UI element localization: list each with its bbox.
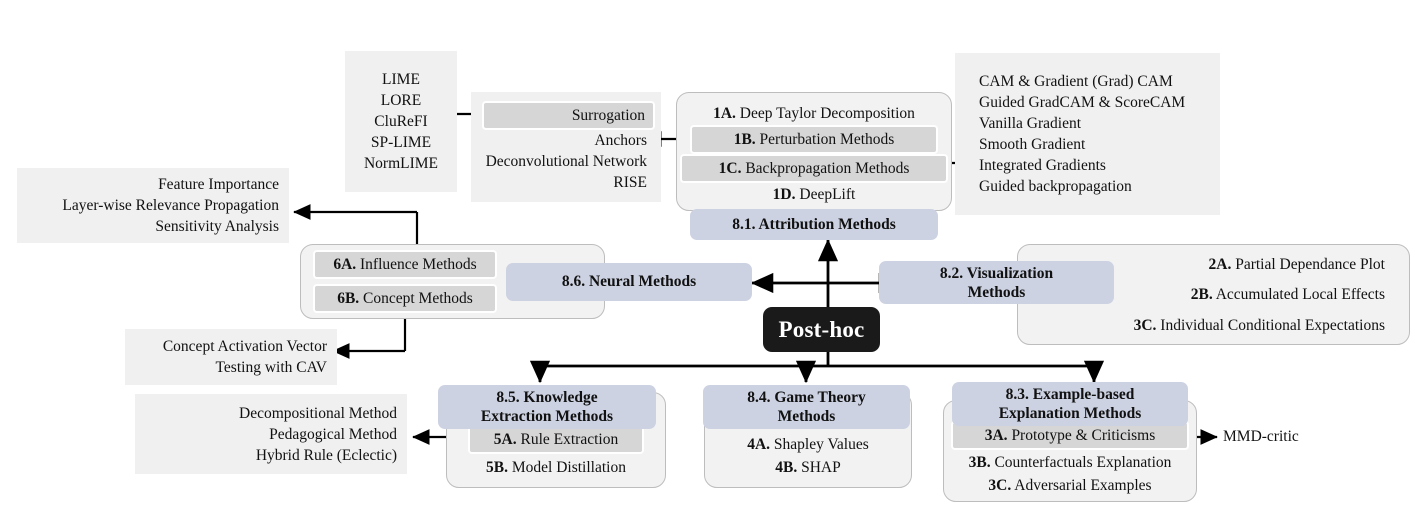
- game-theory-banner[interactable]: 8.4. Game Theory Methods: [703, 385, 910, 429]
- attribution-row-1a: 1A. Deep Taylor Decomposition: [703, 102, 925, 125]
- example-num-3a: 3A.: [984, 427, 1008, 444]
- visualization-banner-line2: Methods: [967, 283, 1026, 301]
- visualization-num-2b: 2B.: [1190, 286, 1213, 303]
- neural-text-6a: Influence Methods: [356, 256, 477, 273]
- game-theory-text-4b: SHAP: [797, 459, 841, 476]
- visualization-text-2b: Accumulated Local Effects: [1212, 286, 1385, 303]
- cam-list-box: CAM & Gradient (Grad) CAM Guided GradCAM…: [955, 53, 1220, 215]
- post-hoc-node[interactable]: Post-hoc: [763, 307, 880, 352]
- example-num-3b: 3B.: [968, 454, 991, 471]
- example-text-3c: Adversarial Examples: [1011, 477, 1152, 494]
- attribution-text-1b: Perturbation Methods: [755, 130, 895, 148]
- example-text-3a: Prototype & Criticisms: [1007, 427, 1156, 444]
- cav-list-box: Concept Activation Vector Testing with C…: [125, 329, 337, 385]
- game-theory-banner-line1: 8.4. Game Theory: [747, 389, 866, 406]
- feature-importance-item: Layer-wise Relevance Propagation: [62, 197, 279, 214]
- cam-item: Guided backpropagation: [979, 178, 1132, 195]
- visualization-row-2b: 2B. Accumulated Local Effects: [1181, 283, 1395, 306]
- mmd-critic-label: MMD-critic: [1223, 428, 1299, 445]
- visualization-row-3c: 3C. Individual Conditional Expectations: [1124, 314, 1395, 337]
- example-based-banner[interactable]: 8.3. Example-based Explanation Methods: [952, 382, 1188, 426]
- neural-banner[interactable]: 8.6. Neural Methods: [506, 263, 752, 301]
- feature-importance-item: Sensitivity Analysis: [155, 218, 279, 235]
- visualization-num-2a: 2A.: [1208, 255, 1232, 273]
- knowledge-row-5b: 5B. Model Distillation: [476, 456, 636, 479]
- visualization-row-2a: 2A. Partial Dependance Plot: [1199, 253, 1396, 276]
- feature-importance-item: Feature Importance: [158, 176, 279, 193]
- attribution-text-1d: DeepLift: [795, 185, 856, 203]
- attribution-group: 1A. Deep Taylor Decomposition 1B. Pertur…: [676, 92, 952, 211]
- cam-item: Smooth Gradient: [979, 136, 1086, 153]
- game-theory-row-4a: 4A. Shapley Values: [737, 433, 879, 456]
- attribution-row-1b[interactable]: 1B. Perturbation Methods: [690, 124, 938, 154]
- example-row-3b: 3B. Counterfactuals Explanation: [959, 451, 1182, 474]
- attribution-banner[interactable]: 8.1. Attribution Methods: [690, 209, 938, 240]
- cam-item: CAM & Gradient (Grad) CAM: [979, 73, 1173, 90]
- example-text-3b: Counterfactuals Explanation: [990, 454, 1172, 471]
- example-num-3c: 3C.: [988, 477, 1012, 494]
- attribution-num-1a: 1A.: [713, 104, 736, 122]
- lime-item: LORE: [380, 92, 422, 109]
- game-theory-text-4a: Shapley Values: [770, 436, 869, 453]
- knowledge-num-5a: 5A.: [493, 431, 517, 448]
- knowledge-row-5a[interactable]: 5A. Rule Extraction: [468, 425, 644, 454]
- visualization-text-2a: Partial Dependance Plot: [1231, 255, 1385, 273]
- knowledge-text-5b: Model Distillation: [508, 459, 626, 476]
- game-theory-num-4a: 4A.: [747, 436, 771, 453]
- cam-item: Vanilla Gradient: [979, 115, 1082, 132]
- cav-item: Testing with CAV: [215, 359, 327, 376]
- visualization-banner-line1: 8.2. Visualization: [939, 264, 1054, 282]
- example-banner-line1: 8.3. Example-based: [1005, 386, 1135, 403]
- knowledge-banner-line2: Extraction Methods: [480, 408, 614, 425]
- lime-item: NormLIME: [363, 155, 439, 172]
- neural-num-6a: 6A.: [333, 256, 357, 273]
- attribution-num-1c: 1C.: [718, 159, 742, 177]
- lime-item: SP-LIME: [370, 134, 432, 151]
- visualization-num-3c: 3C.: [1133, 316, 1157, 334]
- visualization-banner[interactable]: 8.2. Visualization Methods: [879, 261, 1114, 304]
- game-theory-banner-line2: Methods: [777, 408, 836, 425]
- surrogation-group: Surrogation Anchors Deconvolutional Netw…: [471, 92, 661, 202]
- game-theory-row-4b: 4B. SHAP: [765, 456, 850, 479]
- neural-group: 6A. Influence Methods 6B. Concept Method…: [300, 244, 605, 319]
- knowledge-text-5a: Rule Extraction: [516, 431, 619, 448]
- attribution-text-1c: Backpropagation Methods: [741, 159, 910, 177]
- game-theory-num-4b: 4B.: [775, 459, 798, 476]
- example-banner-line2: Explanation Methods: [998, 405, 1142, 422]
- deconv-row: Deconvolutional Network: [485, 153, 647, 170]
- visualization-text-3c: Individual Conditional Expectations: [1156, 316, 1385, 334]
- lime-item: LIME: [382, 71, 420, 88]
- knowledge-banner[interactable]: [438, 385, 656, 429]
- attribution-text-1a: Deep Taylor Decomposition: [735, 104, 915, 122]
- cav-item: Concept Activation Vector: [162, 338, 327, 355]
- rule-item: Hybrid Rule (Eclectic): [255, 446, 397, 464]
- feature-importance-box: Feature Importance Layer-wise Relevance …: [17, 168, 289, 243]
- cam-item: Integrated Gradients: [979, 157, 1106, 174]
- lime-item: CluReFI: [374, 113, 428, 130]
- rise-row: RISE: [613, 174, 647, 191]
- anchors-row: Anchors: [594, 132, 647, 149]
- neural-num-6b: 6B.: [337, 290, 360, 307]
- attribution-num-1d: 1D.: [772, 185, 796, 203]
- rule-item: Decompositional Method: [239, 404, 397, 422]
- neural-row-6b[interactable]: 6B. Concept Methods: [313, 284, 497, 313]
- knowledge-num-5b: 5B.: [486, 459, 508, 476]
- neural-row-6a[interactable]: 6A. Influence Methods: [313, 250, 497, 279]
- knowledge-banner-text: 8.5. Knowledge Extraction Methods: [438, 385, 656, 429]
- neural-text-6b: Concept Methods: [359, 290, 473, 307]
- attribution-row-1c[interactable]: 1C. Backpropagation Methods: [680, 153, 948, 183]
- lime-list-box: LIME LORE CluReFI SP-LIME NormLIME: [345, 51, 457, 192]
- rule-extraction-list-box: Decompositional Method Pedagogical Metho…: [135, 394, 407, 474]
- attribution-row-1d: 1D. DeepLift: [763, 183, 866, 206]
- surrogation-chip[interactable]: Surrogation: [482, 101, 655, 130]
- rule-item: Pedagogical Method: [269, 425, 397, 443]
- example-row-3c: 3C. Adversarial Examples: [978, 474, 1161, 497]
- cam-item: Guided GradCAM & ScoreCAM: [979, 94, 1186, 111]
- attribution-num-1b: 1B.: [733, 130, 756, 148]
- knowledge-banner-line1: 8.5. Knowledge: [496, 389, 598, 406]
